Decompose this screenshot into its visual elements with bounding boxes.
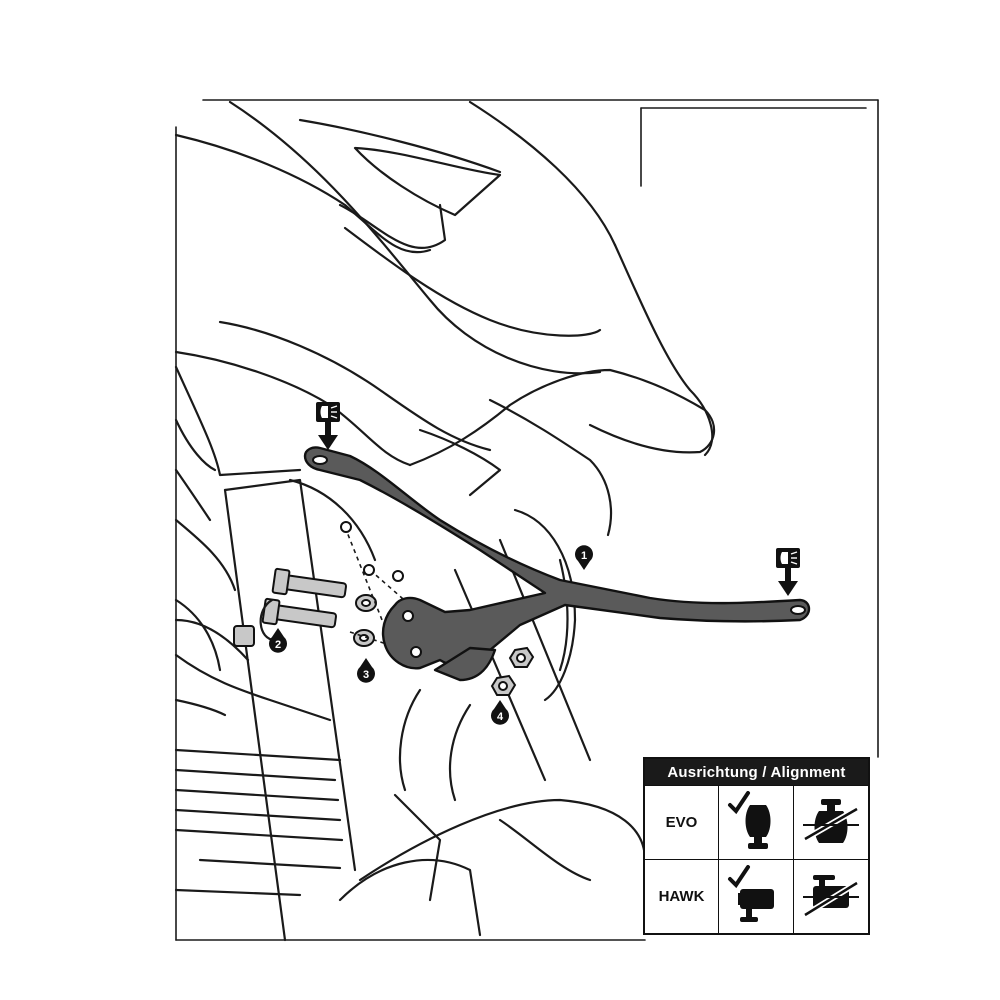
evo-upright-lamp-icon bbox=[728, 790, 771, 849]
motorcycle-fairing bbox=[174, 100, 716, 672]
lamp-mount-icon-right bbox=[776, 548, 800, 596]
hawk-inverted-lamp-crossed-icon bbox=[803, 874, 859, 918]
lamp-mount-icon-left bbox=[316, 402, 340, 450]
evo-label: EVO bbox=[665, 814, 698, 831]
svg-text:2: 2 bbox=[275, 639, 281, 651]
evo-correct-cell bbox=[719, 785, 794, 859]
svg-text:4: 4 bbox=[497, 711, 504, 723]
hawk-label: HAWK bbox=[658, 888, 705, 905]
marker-4: 4 bbox=[491, 700, 509, 725]
svg-text:3: 3 bbox=[363, 669, 369, 681]
hawk-wrong-cell bbox=[794, 859, 868, 933]
bolts bbox=[233, 567, 348, 647]
marker-3: 3 bbox=[356, 658, 375, 683]
svg-text:1: 1 bbox=[581, 550, 587, 562]
mounting-bracket bbox=[303, 446, 811, 682]
row-label-evo: EVO bbox=[645, 785, 719, 859]
washers bbox=[340, 521, 421, 656]
alignment-header: Ausrichtung / Alignment bbox=[645, 759, 868, 785]
frame-tubes bbox=[174, 478, 647, 942]
marker-2: 2 bbox=[269, 628, 287, 653]
evo-wrong-cell bbox=[794, 785, 868, 859]
evo-inverted-lamp-crossed-icon bbox=[803, 798, 859, 843]
row-label-hawk: HAWK bbox=[645, 859, 719, 933]
nuts bbox=[490, 646, 535, 696]
marker-1: 1 bbox=[574, 545, 593, 570]
alignment-table: Ausrichtung / Alignment EVO HAWK bbox=[643, 757, 870, 935]
hawk-correct-cell bbox=[719, 859, 794, 933]
hawk-horizontal-lamp-icon bbox=[728, 864, 774, 922]
